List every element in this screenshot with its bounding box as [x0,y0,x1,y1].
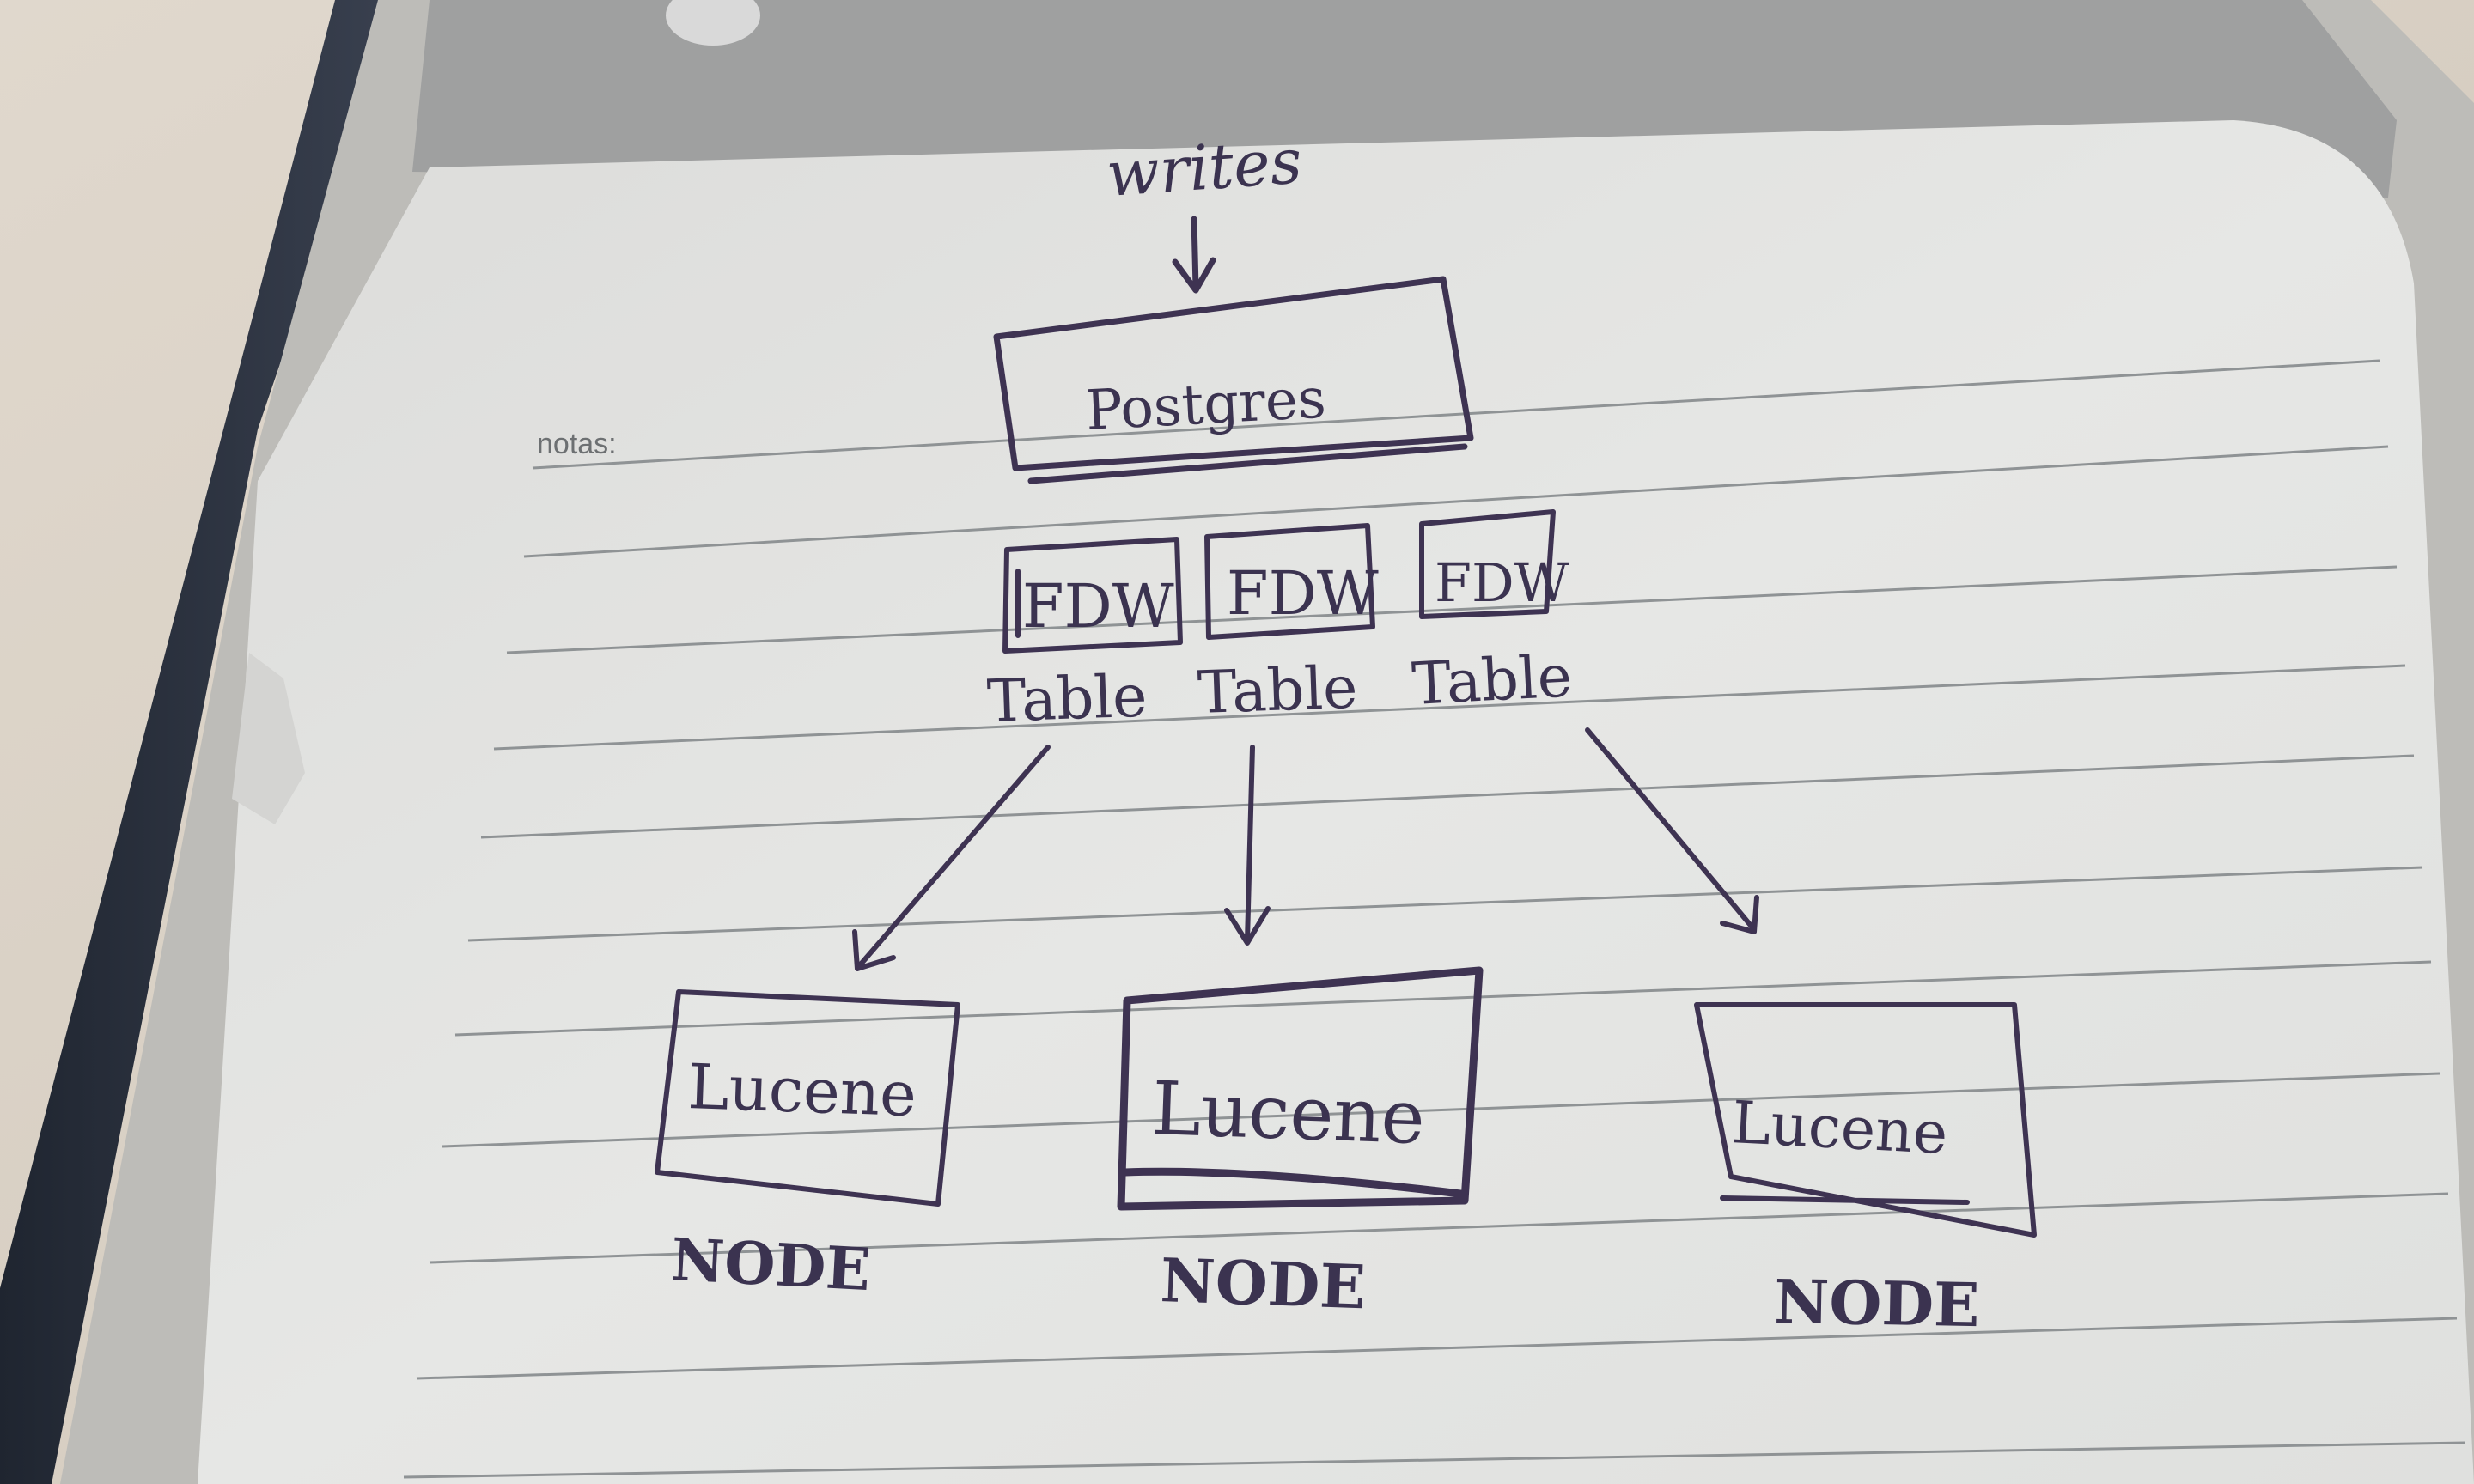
ruled-line [480,754,2415,839]
fdw-label-2: FDW [1227,558,1379,629]
fdw-caption-2: Table [1197,654,1359,727]
fdw-box-3 [1419,509,1556,619]
ruled-lines [403,359,2466,1479]
arrow-to-node-1 [852,745,1051,971]
node-caption-3: NODE [1774,1266,1980,1341]
node-caption-1: NODE [669,1226,872,1305]
writes-arrow [1172,216,1216,294]
ruled-line [506,565,2398,654]
ruled-line [523,445,2389,558]
architecture-diagram: writes Postgres FDW Table FDW Table FDW … [655,125,2037,1341]
ruled-line [429,1192,2449,1264]
ruled-line [403,1441,2466,1479]
notebook-cover [0,0,404,1484]
postgres-box [993,276,1474,484]
notas-label: notas: [537,428,617,460]
lucene-box-3 [1694,1002,2037,1238]
fdw-box-1 [1002,537,1183,654]
lucene-label-1: Lucene [686,1050,917,1130]
postgres-label: Postgres [1084,367,1327,443]
ring-hole [666,0,760,46]
ruled-line [416,1317,2458,1380]
page-tab [232,653,305,824]
lucene-label-2: Lucene [1150,1066,1426,1161]
ruled-line [532,359,2380,470]
arrow-to-node-2 [1224,745,1271,946]
arrow-to-node-3 [1585,727,1759,934]
fdw-label-1: FDW [1022,571,1174,642]
fdw-caption-3: Table [1411,642,1574,719]
ruled-line [493,664,2406,751]
ruled-line [467,866,2423,942]
fdw-box-2 [1204,523,1375,640]
writes-label: writes [1104,125,1304,210]
ruled-line [442,1072,2440,1148]
lucene-label-3: Lucene [1730,1089,1949,1168]
node-caption-2: NODE [1159,1244,1367,1323]
lucene-box-2 [1117,966,1484,1211]
fdw-caption-1: Table [986,663,1149,736]
lucene-box-1 [655,989,960,1207]
ruled-line [454,960,2432,1037]
fdw-label-3: FDW [1435,551,1569,614]
